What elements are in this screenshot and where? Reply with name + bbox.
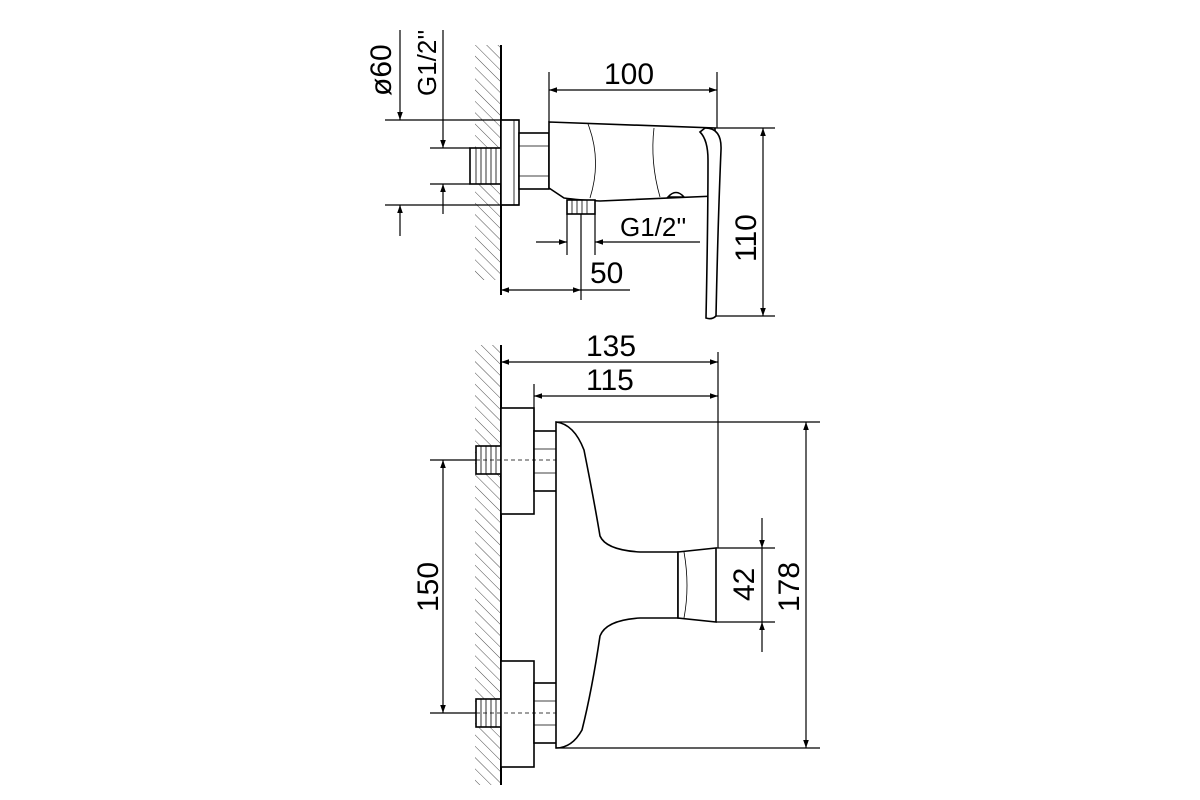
dim-inlet-spacing-label: 150 — [412, 562, 445, 612]
dim-inlet-thread-label: G1/2'' — [412, 30, 442, 96]
dim-total-depth-label: 135 — [586, 330, 636, 363]
side-outlet-nipple — [566, 199, 596, 215]
dim-depth-label: 100 — [604, 58, 654, 91]
side-screw-cap — [666, 191, 686, 198]
side-lever-handle — [698, 127, 722, 320]
front-lever-handle — [677, 547, 717, 623]
dim-body-height-label: 178 — [773, 562, 806, 612]
dim-body-depth-label: 115 — [586, 364, 634, 397]
dim-handle-height-label: 42 — [728, 568, 761, 601]
dim-diameter-label: ø60 — [365, 44, 398, 96]
front-view: 135 115 150 42 178 — [412, 330, 820, 785]
front-upper-inlet — [475, 407, 559, 515]
side-flange — [500, 119, 520, 206]
side-view: ø60 G1/2'' 100 110 G1/2'' 50 — [365, 30, 775, 320]
side-hex-nut — [518, 132, 550, 190]
side-body — [548, 121, 716, 202]
side-inlet-nipple — [469, 147, 502, 185]
dim-outlet-thread-label: G1/2'' — [620, 212, 686, 242]
dim-height-label: 110 — [730, 214, 763, 262]
front-mixer-body — [555, 421, 679, 749]
dim-outlet-offset-label: 50 — [590, 257, 623, 290]
front-lower-inlet — [475, 660, 559, 768]
